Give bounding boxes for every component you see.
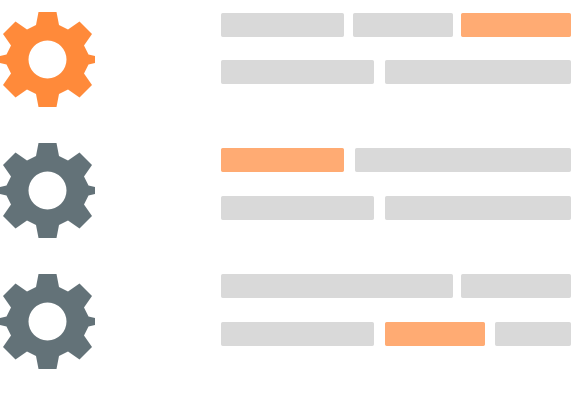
- gear-icon: [0, 274, 95, 369]
- placeholder-bar: [221, 60, 374, 84]
- placeholder-bar: [461, 274, 571, 298]
- highlight-bar: [461, 13, 571, 37]
- placeholder-bar: [385, 60, 571, 84]
- placeholder-bar: [385, 196, 571, 220]
- placeholder-bar: [353, 13, 453, 37]
- placeholder-bar: [221, 274, 453, 298]
- gear-icon: [0, 12, 95, 107]
- gear-icon: [0, 143, 95, 238]
- placeholder-bar: [495, 322, 571, 346]
- placeholder-bar: [221, 196, 374, 220]
- placeholder-bar: [355, 148, 571, 172]
- highlight-bar: [221, 148, 344, 172]
- highlight-bar: [385, 322, 485, 346]
- placeholder-bar: [221, 13, 344, 37]
- placeholder-bar: [221, 322, 374, 346]
